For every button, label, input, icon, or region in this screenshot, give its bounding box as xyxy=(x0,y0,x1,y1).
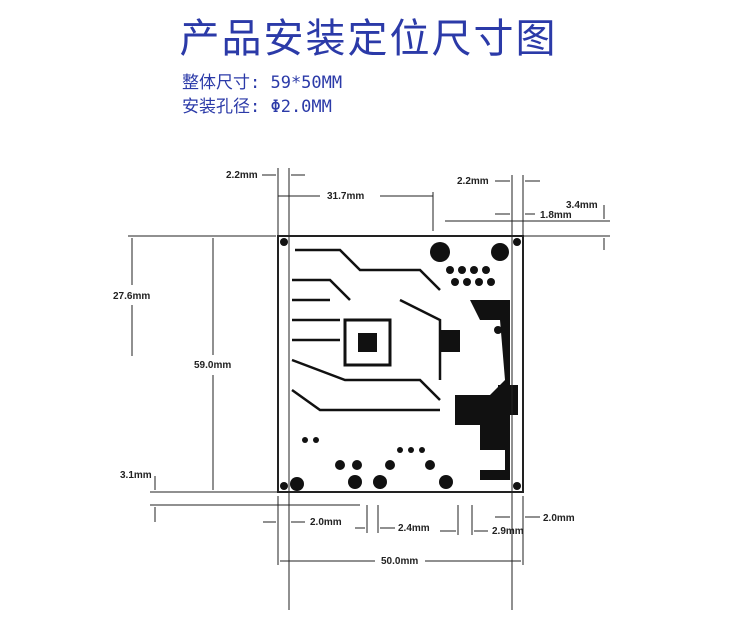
pcb-board xyxy=(277,235,524,493)
hole-diameter-spec: 安装孔径: Φ2.0MM xyxy=(182,97,332,117)
dim-bottom-right: 2.9mm xyxy=(492,526,524,537)
dim-right-top-vertical: 3.4mm xyxy=(566,200,598,211)
dim-bottom-far-right: 2.0mm xyxy=(543,513,575,524)
dim-board-width: 50.0mm xyxy=(381,556,418,567)
overall-size-spec: 整体尺寸: 59*50MM xyxy=(182,73,343,93)
dimension-lines xyxy=(131,174,605,562)
dim-board-height: 59.0mm xyxy=(194,360,231,371)
dim-bottom-vertical: 3.1mm xyxy=(120,470,152,481)
dim-bottom-left: 2.0mm xyxy=(310,517,342,528)
dim-left-hole-offset: 2.2mm xyxy=(226,170,258,181)
extension-lines xyxy=(128,168,610,610)
page-title: 产品安装定位尺寸图 xyxy=(179,16,558,62)
dim-left-vertical: 27.6mm xyxy=(113,291,150,302)
dim-bottom-mid: 2.4mm xyxy=(398,523,430,534)
dim-top-span: 31.7mm xyxy=(327,191,364,202)
dim-right-top-horizontal: 1.8mm xyxy=(540,210,572,221)
dim-right-hole-offset: 2.2mm xyxy=(457,176,489,187)
